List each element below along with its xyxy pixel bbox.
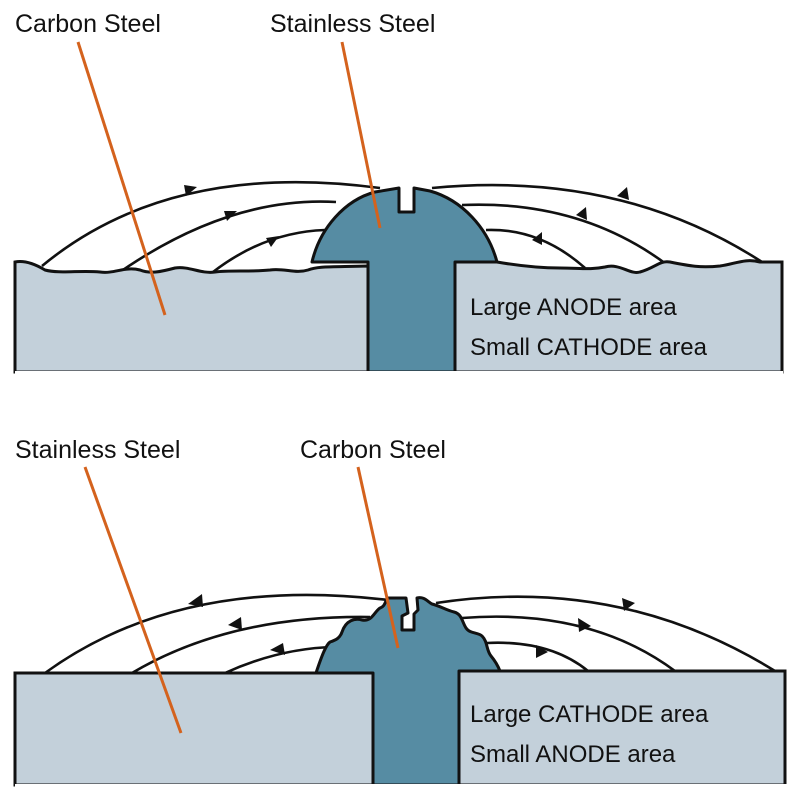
leader-line bbox=[356, 466, 400, 649]
current-line-left-outer bbox=[41, 180, 381, 268]
current-line-right-inner bbox=[486, 641, 589, 673]
arrow-icon bbox=[578, 618, 591, 632]
leader-line bbox=[340, 41, 382, 229]
area-note-line1: Large CATHODE area bbox=[470, 701, 709, 728]
area-note-line2: Small CATHODE area bbox=[470, 334, 708, 361]
arrow-icon bbox=[270, 643, 285, 655]
arrow-icon bbox=[188, 594, 203, 607]
current-line-right-outer bbox=[435, 595, 776, 673]
arrow-icon bbox=[224, 211, 237, 221]
carbon-steel-plate bbox=[13, 260, 370, 374]
leader-line bbox=[83, 466, 183, 734]
current-line-right-outer bbox=[431, 183, 763, 264]
panel-bottom-edge bbox=[15, 371, 783, 375]
area-note-line2: Small ANODE area bbox=[470, 741, 676, 768]
plate-material-label: Carbon Steel bbox=[15, 10, 161, 38]
fastener-material-label: Stainless Steel bbox=[270, 10, 435, 38]
stainless-steel-plate bbox=[13, 671, 375, 787]
arrow-icon bbox=[228, 617, 242, 630]
panel-bottom-edge bbox=[15, 784, 787, 788]
panel-top: Carbon Steel Stainless Steel Large ANODE… bbox=[13, 10, 784, 375]
arrow-icon bbox=[576, 207, 587, 220]
arrow-icon bbox=[536, 645, 548, 658]
current-line-right-middle bbox=[461, 203, 667, 266]
carbon-steel-plate-right bbox=[453, 259, 784, 374]
current-line-left-inner bbox=[224, 645, 336, 675]
arrow-icon bbox=[184, 185, 197, 196]
current-line-left-inner bbox=[212, 228, 326, 274]
leader-line bbox=[76, 41, 167, 316]
stainless-steel-bolt bbox=[310, 186, 499, 374]
arrow-icon bbox=[266, 236, 279, 247]
arrow-icon bbox=[532, 232, 542, 245]
current-line-left-middle bbox=[131, 615, 371, 675]
arrow-icon bbox=[617, 187, 629, 200]
arrow-icon bbox=[622, 598, 635, 611]
panel-bottom: Stainless Steel Carbon Steel Large CATHO… bbox=[13, 436, 787, 788]
area-note-line1: Large ANODE area bbox=[470, 294, 677, 321]
plate-material-label: Stainless Steel bbox=[15, 436, 180, 464]
fastener-material-label: Carbon Steel bbox=[300, 436, 446, 464]
carbon-steel-bolt bbox=[314, 596, 502, 787]
